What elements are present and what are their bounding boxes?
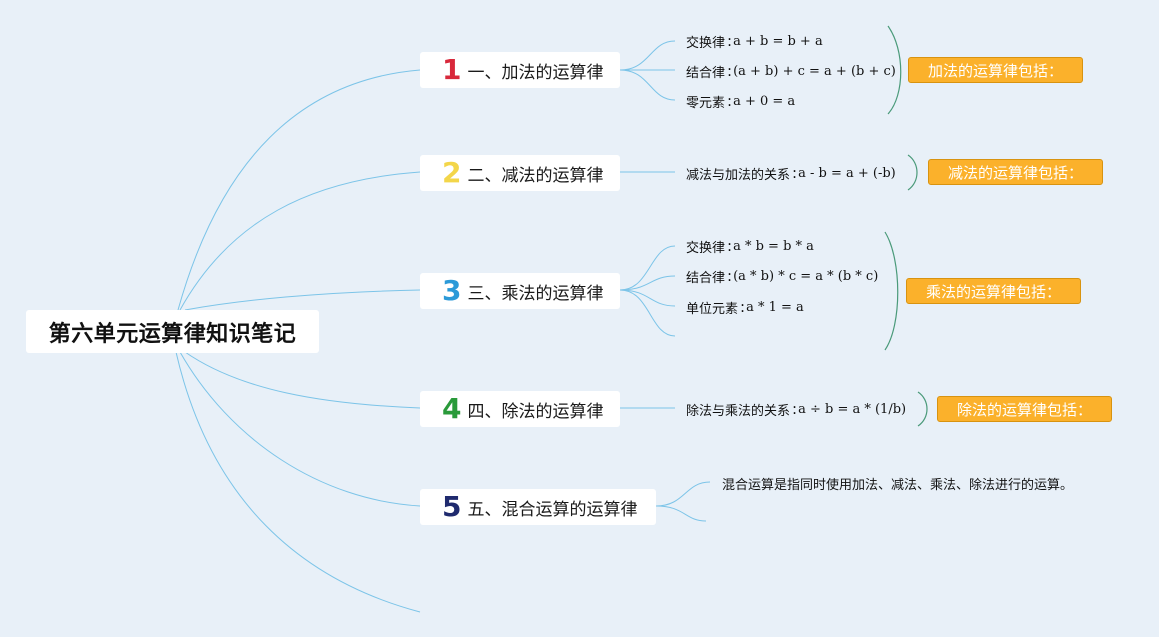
leaf-name: 结合律 [686,270,726,286]
leaf-multiplication-associative[interactable]: 结合律:(a * b) * c = a * (b * c) [686,265,878,287]
leaf-name: 零元素 [686,95,726,111]
leaf-addition-commutative[interactable]: 交换律:a + b = b + a [686,30,823,52]
link-root-branch-1 [177,69,421,311]
leaf-name: 结合律 [686,65,726,81]
leaf-name: 减法与加法的关系 [686,167,791,183]
number-5-icon: 5 [442,490,462,523]
number-3-icon: 3 [442,274,462,307]
leaf-formula: a + 0 = a [733,93,796,109]
branch-label: 五、混合运算的运算律 [467,499,638,520]
summary-division[interactable]: 除法的运算律包括： [937,396,1112,422]
colon: : [727,267,733,285]
link-b3-leaf-3 [619,289,676,307]
bracket-b1 [887,25,902,115]
bracket-b3 [884,231,899,351]
leaf-subtraction-relation[interactable]: 减法与加法的关系:a - b = a + (-b) [686,162,896,184]
link-root-branch-4 [184,351,421,409]
branch-label: 一、加法的运算律 [467,62,604,83]
colon: : [727,237,733,255]
leaf-mixed-definition[interactable]: 混合运算是指同时使用加法、减法、乘法、除法进行的运算。 [722,472,1073,494]
link-root-branch-5 [179,351,421,507]
link-b3-leaf-4 [619,289,676,337]
leaf-formula: a + b = b + a [733,33,823,49]
leaf-name: 单位元素 [686,301,739,317]
summary-addition[interactable]: 加法的运算律包括： [908,57,1083,83]
colon: : [727,32,733,50]
leaf-name: 混合运算是指同时使用加法、减法、乘法、除法进行的运算。 [722,477,1074,493]
number-4-icon: 4 [442,392,462,425]
leaf-formula: a * 1 = a [746,299,804,315]
colon: : [792,164,798,182]
leaf-formula: (a * b) * c = a * (b * c) [733,268,879,284]
number-2-icon: 2 [442,156,462,189]
leaf-formula: a - b = a + (-b) [798,165,896,181]
branch-addition[interactable]: 1 一、加法的运算律 [420,52,620,88]
leaf-multiplication-identity[interactable]: 单位元素:a * 1 = a [686,296,804,318]
link-b3-leaf-2 [619,275,676,291]
link-b5-leaf-2 [655,505,707,522]
link-b5-leaf-1 [655,481,711,507]
number-1-icon: 1 [442,53,462,86]
colon: : [740,298,746,316]
branch-division[interactable]: 4 四、除法的运算律 [420,391,620,427]
summary-subtraction[interactable]: 减法的运算律包括： [928,159,1103,185]
branch-label: 三、乘法的运算律 [467,283,604,304]
leaf-formula: (a + b) + c = a + (b + c) [733,63,896,79]
branch-subtraction[interactable]: 2 二、减法的运算律 [420,155,620,191]
root-topic[interactable]: 第六单元运算律知识笔记 [26,310,319,353]
branch-label: 四、除法的运算律 [467,401,604,422]
leaf-formula: a ÷ b = a * (1/b) [798,401,907,417]
leaf-name: 交换律 [686,240,726,256]
summary-multiplication[interactable]: 乘法的运算律包括： [906,278,1081,304]
colon: : [727,62,733,80]
branch-mixed[interactable]: 5 五、混合运算的运算律 [420,489,656,525]
branch-multiplication[interactable]: 3 三、乘法的运算律 [420,273,620,309]
leaf-name: 除法与乘法的关系 [686,403,791,419]
leaf-formula: a * b = b * a [733,238,814,254]
leaf-division-relation[interactable]: 除法与乘法的关系:a ÷ b = a * (1/b) [686,398,906,420]
link-b3-leaf-1 [619,245,676,291]
branch-label: 二、减法的运算律 [467,165,604,186]
colon: : [792,400,798,418]
link-root-branch-2 [179,171,421,311]
colon: : [727,92,733,110]
leaf-name: 交换律 [686,35,726,51]
bracket-b2 [907,154,918,191]
link-root-branch-3 [184,289,421,311]
bracket-b4 [917,391,928,427]
leaf-addition-associative[interactable]: 结合律:(a + b) + c = a + (b + c) [686,60,896,82]
link-b1-leaf-1 [619,40,676,71]
leaf-multiplication-commutative[interactable]: 交换律:a * b = b * a [686,235,814,257]
link-b1-leaf-3 [619,69,676,101]
link-root-extra [175,351,421,613]
leaf-addition-zero[interactable]: 零元素:a + 0 = a [686,90,795,112]
